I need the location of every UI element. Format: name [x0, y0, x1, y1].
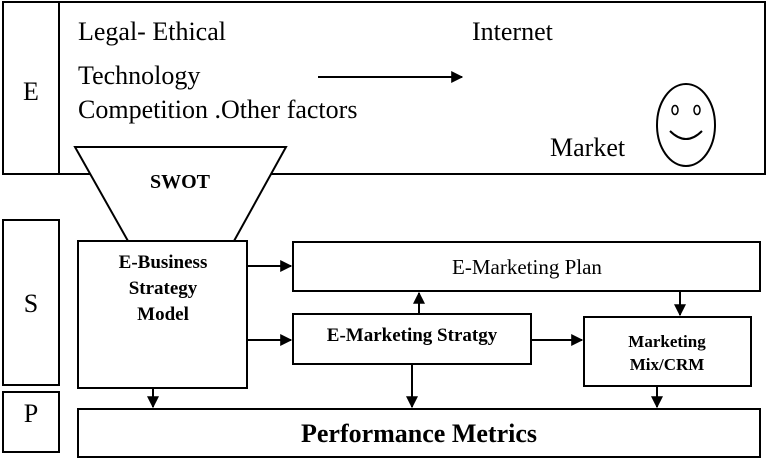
layer-e-label: E: [23, 77, 39, 106]
layer-e-box: [2, 1, 60, 175]
e-business-strategy-box: [77, 240, 248, 389]
marketing-mix-line-2: Mix/CRM: [630, 355, 705, 374]
factor-competition: Competition .Other factors: [78, 95, 357, 124]
performance-metrics-label: Performance Metrics: [301, 419, 537, 448]
layer-s-label: S: [24, 289, 38, 318]
factor-technology: Technology: [78, 61, 200, 90]
swot-label: SWOT: [150, 171, 211, 193]
e-marketing-strategy-label: E-Marketing Stratgy: [327, 325, 498, 346]
swot-funnel: [73, 146, 288, 242]
marketing-mix-line-1: Marketing: [628, 332, 706, 351]
e-business-line-2: Strategy: [129, 278, 198, 299]
marketing-mix-box: [583, 316, 752, 387]
market-label: Market: [550, 133, 626, 162]
e-business-line-3: Model: [137, 304, 189, 325]
layer-s-box: [2, 219, 60, 386]
e-marketing-plan-label: E-Marketing Plan: [452, 255, 602, 279]
environment-box: [58, 1, 766, 175]
layer-p-box: [2, 391, 60, 453]
layer-p-label: P: [24, 399, 38, 428]
internet-label: Internet: [472, 17, 554, 46]
smiley-icon: [656, 83, 716, 167]
e-business-line-1: E-Business: [119, 252, 208, 273]
performance-metrics-box: [77, 408, 761, 458]
e-marketing-plan-box: [292, 241, 761, 292]
factor-legal-ethical: Legal- Ethical: [78, 17, 226, 46]
